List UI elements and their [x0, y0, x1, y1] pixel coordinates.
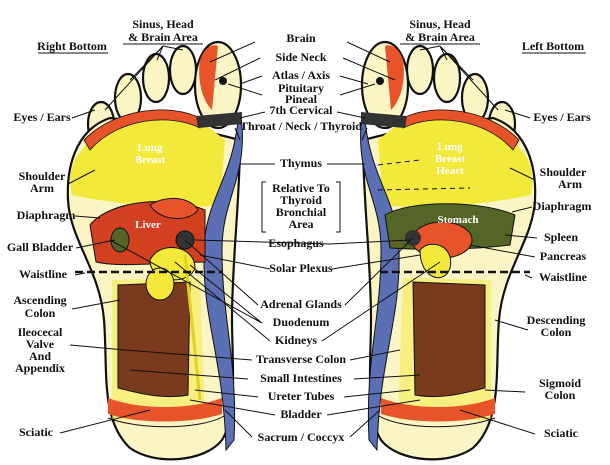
eyes-ears-label-r: Eyes / Ears: [13, 110, 71, 124]
diaphragm-label-r: Diaphragm: [17, 208, 76, 222]
left-bottom-header: Left Bottom: [522, 39, 584, 53]
7th-cervical-label: 7th Cervical: [270, 103, 334, 117]
throat-neck-thyroid-label: Throat / Neck / Thyroid: [240, 119, 362, 133]
side-neck-label: Side Neck: [276, 50, 327, 64]
heart-zone-outline: [377, 159, 471, 191]
kidney-zone-l: [419, 243, 452, 279]
leader-lines: [59, 41, 538, 438]
kidneys-label: Kidneys: [275, 333, 317, 347]
waistline-label-l: Waistline: [539, 270, 588, 284]
small-intestines-label: Small Intestines: [260, 371, 342, 385]
sciatic-label-l: Sciatic: [544, 426, 579, 440]
sinus-label-r: Sinus, Head& Brain Area: [128, 17, 198, 44]
liver-organ-label: Liver: [135, 219, 161, 231]
eyes-ears-label-l: Eyes / Ears: [533, 110, 591, 124]
sacrum-coccyx-label: Sacrum / Coccyx: [258, 430, 345, 444]
adrenal-glands-label: Adrenal Glands: [260, 297, 342, 311]
duodenum-label: Duodenum: [273, 315, 330, 329]
bladder-label: Bladder: [280, 407, 322, 421]
ureter-tube-r: [183, 254, 202, 401]
transverse-colon-label: Transverse Colon: [256, 352, 346, 366]
brain-label: Brain: [286, 31, 316, 45]
stomach-organ-label: Stomach: [438, 214, 479, 226]
sinus-label-l: Sinus, Head& Brain Area: [405, 17, 475, 44]
atlas-axis-label: Atlas / Axis: [272, 68, 330, 82]
sciatic-label-r: Sciatic: [19, 425, 54, 439]
spleen-label: Spleen: [544, 230, 578, 244]
diaphragm-zone-r: [149, 197, 199, 219]
right-bottom-header: Right Bottom: [37, 39, 107, 53]
ureter-tubes-label: Ureter Tubes: [268, 389, 335, 403]
esophagus-label: Esophagus: [268, 236, 324, 250]
ascending-colon-zone: [145, 267, 175, 301]
thymus-label: Thymus: [280, 156, 322, 170]
solar-plexus-label: Solar Plexus: [269, 261, 333, 275]
waistline-label-r: Waistline: [19, 267, 68, 281]
diaphragm-label-l: Diaphragm: [533, 199, 592, 213]
gall-bladder-label: Gall Bladder: [7, 240, 74, 254]
pancreas-label: Pancreas: [540, 249, 587, 263]
